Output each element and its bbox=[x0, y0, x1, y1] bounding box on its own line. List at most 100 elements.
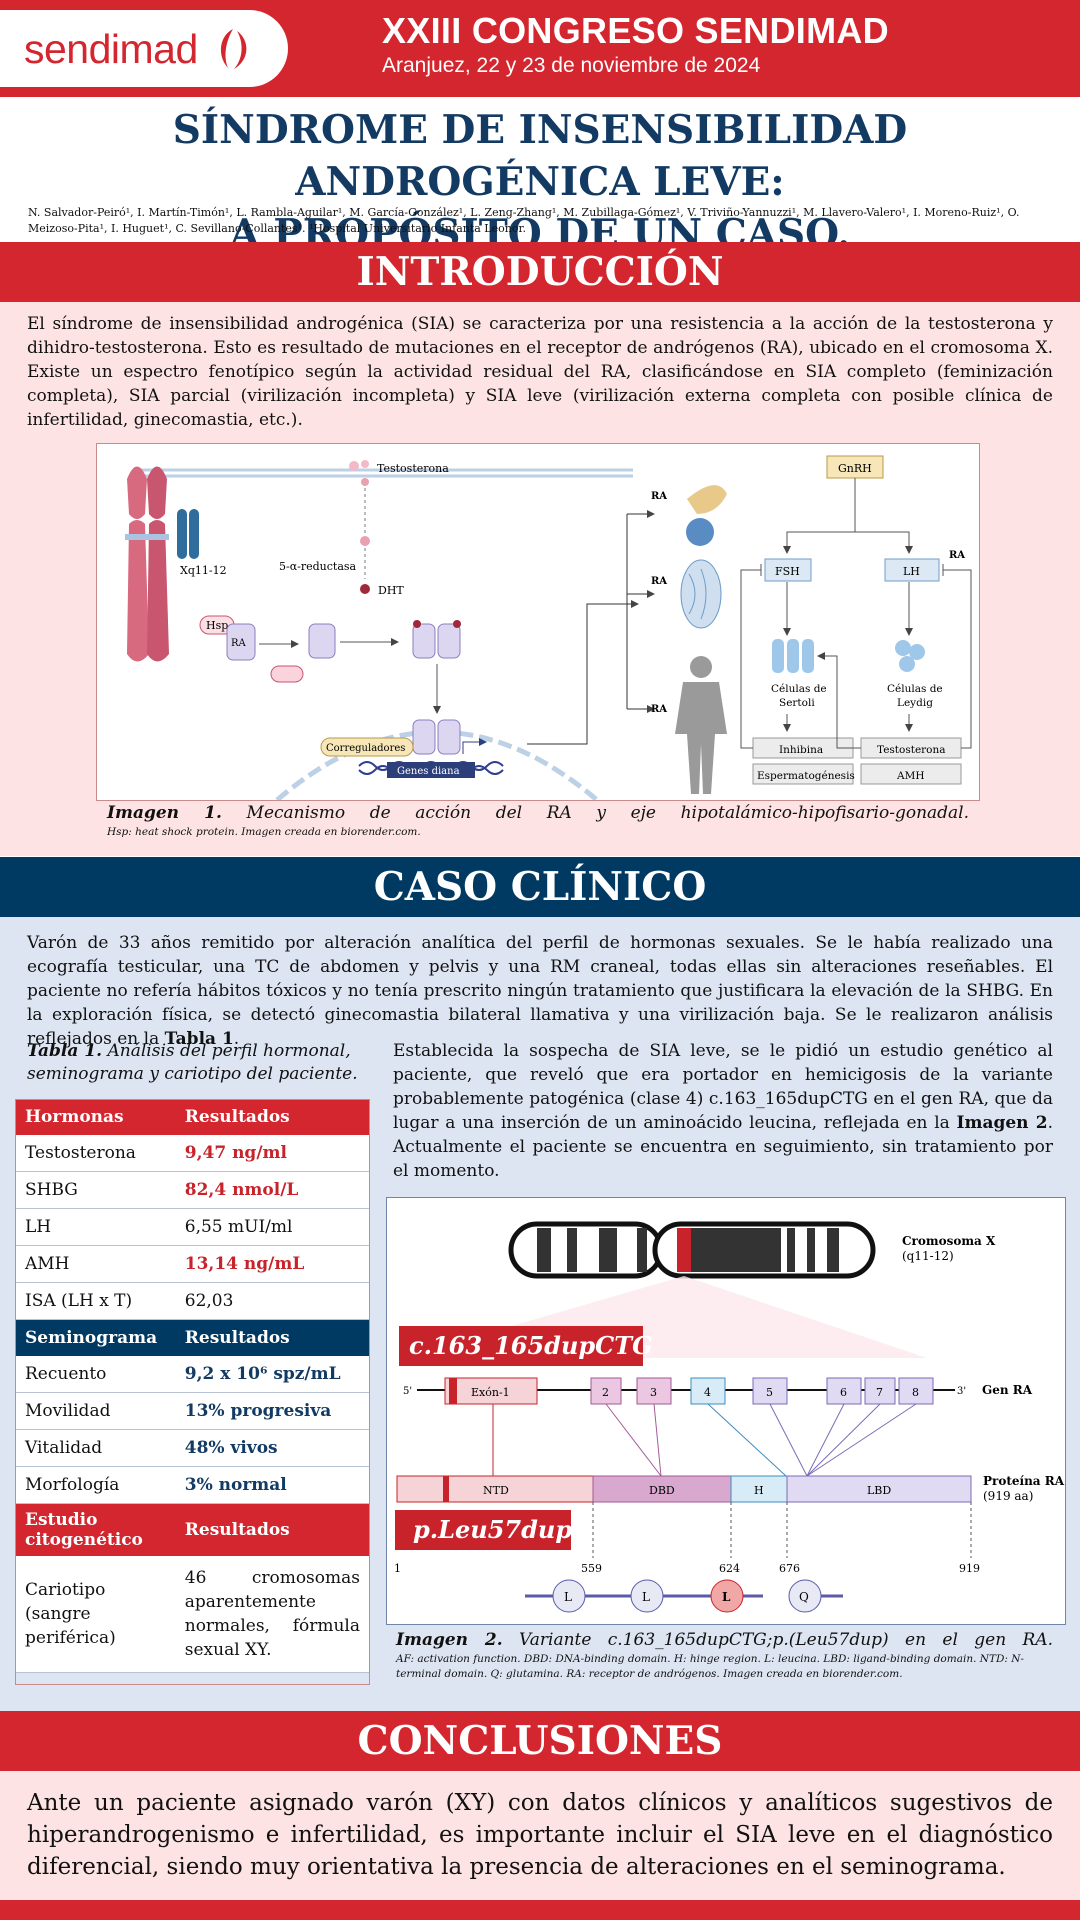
table-cell-parameter: Cariotipo (sangre periférica) bbox=[15, 1556, 175, 1673]
fig1-label-testosterona-box: Testosterona bbox=[877, 744, 946, 756]
fig1-label-espermatogenesis: Espermatogénesis bbox=[757, 770, 855, 782]
table-cell-parameter: Movilidad bbox=[15, 1392, 175, 1430]
fig2-pos-1: 1 bbox=[394, 1562, 401, 1575]
table-cell-parameter: SHBG bbox=[15, 1171, 175, 1209]
fig1-label-amh: AMH bbox=[896, 770, 925, 782]
fig1-label-testosterona: Testosterona bbox=[377, 462, 449, 475]
conclusiones-text: Ante un paciente asignado varón (XY) con… bbox=[27, 1790, 1053, 1880]
figure-2-diagram: Cromosoma X (q11-12) c.163_165dupCTG 5' … bbox=[394, 1221, 1065, 1613]
caso-text-right-main: Establecida la sospecha de SIA leve, se … bbox=[393, 1041, 1053, 1133]
table-header-cell: Hormonas bbox=[15, 1099, 175, 1135]
logo-mark-icon bbox=[220, 29, 247, 69]
figure-1-note: Hsp: heat shock protein. Imagen creada e… bbox=[107, 826, 421, 838]
fig1-label-fsh: FSH bbox=[775, 565, 800, 578]
table-cell-result: 62,03 bbox=[174, 1282, 370, 1320]
caso-text-right: Establecida la sospecha de SIA leve, se … bbox=[393, 1039, 1053, 1183]
fig2-protein-sub: (919 aa) bbox=[983, 1489, 1033, 1503]
figure-1-caption: Imagen 1. Mecanismo de acción del RA y e… bbox=[107, 803, 969, 823]
sertoli-cells-icon bbox=[772, 639, 814, 673]
authors: N. Salvador-Peiró¹, I. Martín-Timón¹, L.… bbox=[28, 206, 1020, 235]
table-1-caption-text: Análisis del perfil hormonal, seminogram… bbox=[27, 1041, 358, 1084]
caso-text-right-ref: Imagen 2 bbox=[956, 1113, 1048, 1133]
table-cell-result: 6,55 mUI/ml bbox=[174, 1208, 370, 1246]
caso-text-ref: Tabla 1 bbox=[164, 1029, 234, 1049]
fig2-protein-label: Proteína RA bbox=[983, 1474, 1065, 1488]
section-heading-introduccion: INTRODUCCIÓN bbox=[0, 242, 1080, 302]
fig2-five-prime: 5' bbox=[403, 1386, 412, 1397]
fig2-three-prime: 3' bbox=[957, 1386, 966, 1397]
fig2-domain-lbd: LBD bbox=[867, 1484, 891, 1497]
fig2-exon-6: 6 bbox=[840, 1386, 847, 1399]
table-cell-result: 9,47 ng/ml bbox=[174, 1135, 370, 1172]
pituitary-icon bbox=[686, 485, 727, 546]
fig2-variant-dna: c.163_165dupCTG bbox=[409, 1331, 653, 1360]
table-1-caption-label: Tabla 1. bbox=[27, 1041, 103, 1061]
table-cell-result: 48% vivos bbox=[174, 1429, 370, 1467]
table-header-cell: Estudio citogenético bbox=[15, 1503, 175, 1556]
fig1-label-ra-4: RA bbox=[949, 550, 965, 561]
title-line-1: SÍNDROME DE INSENSIBILIDAD ANDROGÉNICA L… bbox=[172, 107, 908, 205]
table-cell-parameter: AMH bbox=[15, 1245, 175, 1283]
fig2-pos-676: 676 bbox=[779, 1562, 800, 1575]
footer-bar bbox=[0, 1900, 1080, 1920]
chromosome-x-icon bbox=[125, 466, 169, 662]
fig2-exon-4: 4 bbox=[704, 1386, 711, 1399]
congress-title: XXIII CONGRESO SENDIMAD bbox=[382, 10, 889, 51]
fig1-label-dht: DHT bbox=[378, 584, 404, 597]
fig1-label-ra-2: RA bbox=[651, 576, 667, 587]
table-header-cell: Resultados bbox=[174, 1503, 370, 1556]
table-row: ISA (LH x T)62,03 bbox=[15, 1282, 370, 1320]
fig2-chromosome-label: Cromosoma X bbox=[902, 1234, 996, 1248]
fig1-label-xq: Xq11-12 bbox=[180, 564, 227, 577]
fig2-pos-624: 624 bbox=[719, 1562, 740, 1575]
logo-text: sendimad bbox=[24, 26, 198, 72]
fig2-exon-3: 3 bbox=[650, 1386, 657, 1399]
table-cell-parameter: Morfología bbox=[15, 1466, 175, 1504]
figure-2-note: AF: activation function. DBD: DNA-bindin… bbox=[396, 1653, 1024, 1680]
caso-text-end: . bbox=[233, 1029, 240, 1049]
chromosome-small-icon bbox=[177, 509, 199, 559]
table-header-cell: Seminograma bbox=[15, 1319, 175, 1356]
fig1-label-ra-3: RA bbox=[651, 704, 667, 715]
fig2-domain-ntd: NTD bbox=[483, 1484, 509, 1497]
table-cell-result: 13,14 ng/mL bbox=[174, 1245, 370, 1283]
conclusiones-panel bbox=[0, 1771, 1080, 1900]
table-cell-result: 46 cromosomas aparentemente normales, fó… bbox=[174, 1556, 370, 1673]
fig1-label-hsp: Hsp bbox=[206, 619, 228, 632]
section-heading-conclusiones: CONCLUSIONES bbox=[0, 1711, 1080, 1771]
fig2-exon-7: 7 bbox=[876, 1386, 883, 1399]
fig1-label-genes-diana: Genes diana bbox=[397, 766, 460, 777]
table-cell-result: 82,4 nmol/L bbox=[174, 1171, 370, 1209]
table-cell-result: 13% progresiva bbox=[174, 1392, 370, 1430]
figure-1-diagram: Xq11-12 Testosterona 5-α-reductasa DHT H… bbox=[125, 455, 972, 802]
fig2-chromosome-sub: (q11-12) bbox=[902, 1249, 954, 1263]
fig2-variant-protein: p.Leu57dup bbox=[413, 1515, 572, 1544]
header-bar: sendimad XXIII CONGRESO SENDIMAD Aranjue… bbox=[0, 0, 1080, 97]
table-cell-parameter: Testosterona bbox=[15, 1135, 175, 1172]
fig1-label-correguladores: Correguladores bbox=[326, 743, 405, 754]
fig2-exon-2: 2 bbox=[602, 1386, 609, 1399]
figure-1-caption-text: Mecanismo de acción del RA y eje hipotal… bbox=[246, 803, 970, 823]
figure-2-caption: Imagen 2. Variante c.163_165dupCTG;p.(Le… bbox=[396, 1630, 1053, 1650]
figure-2-caption-text: Variante c.163_165dupCTG;p.(Leu57dup) en… bbox=[519, 1630, 1054, 1650]
table-cell-parameter: Recuento bbox=[15, 1356, 175, 1393]
fig2-residue-l-2: L bbox=[642, 1590, 650, 1604]
table-cell-result: 9,2 x 10⁶ spz/mL bbox=[174, 1356, 370, 1393]
fig1-label-ra-1: RA bbox=[651, 491, 667, 502]
fig2-residue-q: Q bbox=[799, 1590, 809, 1604]
fig2-exon-1: Exón-1 bbox=[471, 1386, 510, 1399]
introduccion-text: El síndrome de insensibilidad androgénic… bbox=[27, 314, 1053, 430]
